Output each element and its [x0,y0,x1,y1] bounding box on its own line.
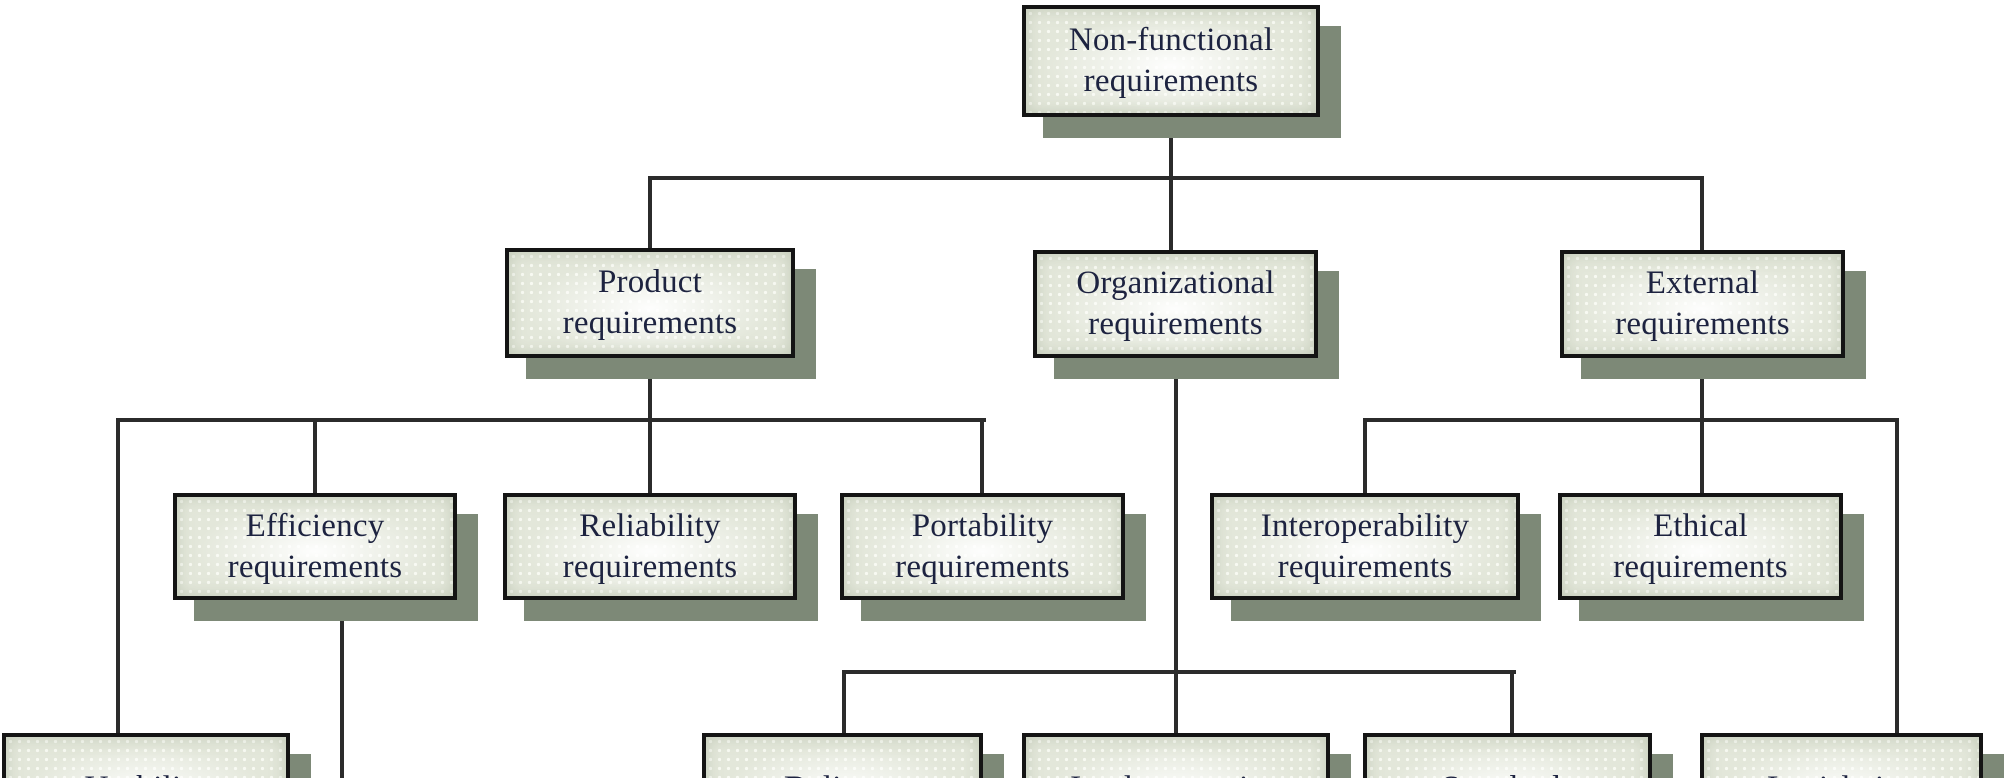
connector-line [1510,670,1514,735]
connector-line [313,418,317,495]
node-organizational-requirements: Organizational requirements [1033,250,1318,358]
node-label: requirements [895,548,1070,585]
node-label: Usability [85,768,208,778]
node-label: requirements [562,548,738,585]
connector-line [648,418,652,495]
node-label: Product [597,264,703,300]
node-label: requirements [1088,306,1263,342]
node-label: Portability [911,507,1054,544]
connector-line [1174,670,1178,735]
node-standards: Standards [1363,733,1652,778]
node-portability-requirements: Portability requirements [840,493,1125,600]
connector-line [1700,356,1704,422]
node-interoperability-requirements: Interoperability requirements [1210,493,1520,600]
connector-line [648,356,652,422]
connector-line [1363,418,1899,422]
connector-line [842,670,846,735]
node-non-functional-requirements: Non-functional requirements [1022,5,1320,117]
connector-line [1895,418,1899,735]
connector-line [340,598,344,778]
node-efficiency-requirements: Efficiency requirements [173,493,457,600]
node-usability: Usability [2,733,290,778]
node-label: requirements [1083,63,1259,99]
node-label: Implementation [1070,768,1282,778]
node-reliability-requirements: Reliability requirements [503,493,797,600]
node-legislative: Legislative [1700,733,1983,778]
connector-line [842,670,1516,674]
node-product-requirements: Product requirements [505,248,795,358]
node-label: Delivery [784,768,901,778]
connector-line [648,176,1704,180]
connector-line [980,418,984,495]
connector-line [1700,418,1704,495]
node-implementation: Implementation [1022,733,1330,778]
node-label: requirements [1277,548,1453,585]
connector-line [116,418,120,735]
connector-line [1363,418,1367,495]
node-external-requirements: External requirements [1560,250,1845,358]
connector-line [1700,176,1704,252]
node-label: Legislative [1767,768,1916,778]
node-label: requirements [1615,306,1790,342]
node-label: requirements [562,305,738,341]
node-ethical-requirements: Ethical requirements [1558,493,1843,600]
connector-line [116,418,986,422]
node-label: requirements [227,548,403,585]
node-label: requirements [1613,548,1788,585]
connector-line [648,176,652,250]
node-label: External [1645,265,1760,301]
connector-line [1174,356,1178,674]
node-label: Non-functional [1068,22,1274,58]
connector-line [1169,176,1173,252]
node-label: Organizational [1076,265,1275,301]
node-label: Efficiency [245,507,385,544]
node-label: Reliability [579,507,721,544]
connector-line [1169,116,1173,180]
node-delivery: Delivery [702,733,983,778]
node-label: Standards [1442,768,1574,778]
node-label: Ethical [1653,507,1748,544]
node-label: Interoperability [1260,507,1470,544]
